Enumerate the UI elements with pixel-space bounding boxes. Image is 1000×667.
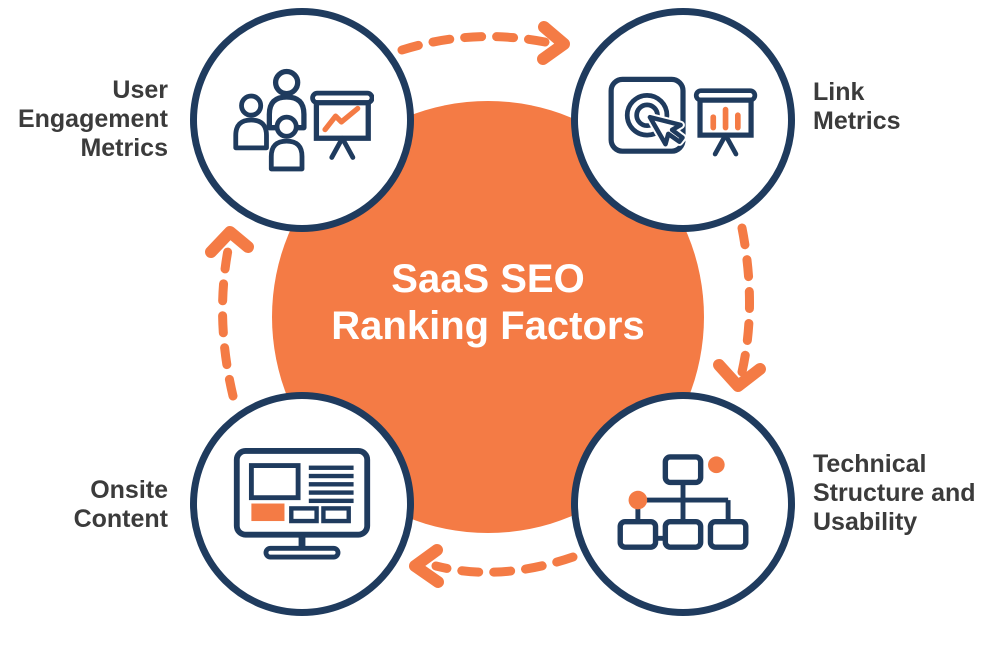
node-onsite-content: [190, 392, 414, 616]
sitemap-icon: [617, 454, 749, 550]
label-onsite-content: Onsite Content: [73, 476, 168, 533]
node-link-metrics: [571, 8, 795, 232]
node-technical-structure-usability: [571, 392, 795, 616]
arrow-right: [713, 223, 766, 392]
label-user-engagement-metrics: User Engagement Metrics: [17, 76, 168, 162]
label-technical-structure-usability: Technical Structure and Usability: [813, 450, 976, 536]
arrow-left: [205, 226, 254, 401]
arrow-bottom: [409, 544, 578, 588]
people-presentation-icon: [233, 68, 374, 172]
click-target-chart-icon: [608, 76, 758, 157]
arrow-top: [397, 21, 570, 65]
label-link-metrics: Link Metrics: [813, 78, 901, 135]
node-user-engagement-metrics: [190, 8, 414, 232]
orange-dot-top: [708, 456, 725, 474]
orange-dot-left: [628, 490, 648, 510]
cursor-arrow: [645, 112, 687, 149]
monitor-content-icon: [233, 447, 371, 559]
diagram-title: SaaS SEO Ranking Factors: [331, 257, 645, 348]
